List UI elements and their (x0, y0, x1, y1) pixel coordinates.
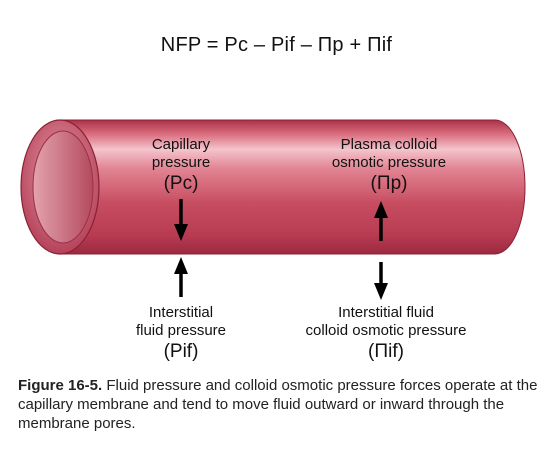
label-line: osmotic pressure (331, 154, 447, 171)
label-line: Capillary (151, 136, 211, 153)
label-symbol: (Pif) (163, 341, 199, 362)
interstitial-fluid-pressure-label: Interstitial fluid pressure (Pif) (116, 304, 246, 363)
label-symbol: (Πif) (368, 341, 404, 362)
arrow-up-icon (174, 257, 188, 297)
figure-caption: Figure 16-5. Fluid pressure and colloid … (18, 376, 543, 433)
capillary-tube (20, 119, 526, 255)
caption-text: Fluid pressure and colloid osmotic press… (18, 377, 538, 432)
label-symbol: (Pc) (163, 173, 199, 194)
arrow-up-icon (374, 201, 388, 241)
label-line: pressure (151, 154, 211, 171)
interstitial-colloid-pressure-label: Interstitial fluid colloid osmotic press… (276, 304, 496, 363)
label-line: Interstitial fluid (338, 304, 434, 321)
plasma-colloid-pressure-label: Plasma colloid osmotic pressure (Πp) (304, 136, 474, 195)
label-line: Interstitial (148, 304, 214, 321)
arrow-down-icon (174, 199, 188, 241)
figure-number: Figure 16-5. (18, 377, 103, 394)
label-line: colloid osmotic pressure (305, 322, 467, 339)
label-line: Plasma colloid (340, 136, 438, 153)
label-symbol: (Πp) (370, 173, 408, 194)
capillary-pressure-label: Capillary pressure (Pc) (116, 136, 246, 195)
label-line: fluid pressure (135, 322, 227, 339)
arrow-down-icon (374, 262, 388, 300)
equation: NFP = Pc – Pif – Πp + Πif (160, 34, 393, 56)
